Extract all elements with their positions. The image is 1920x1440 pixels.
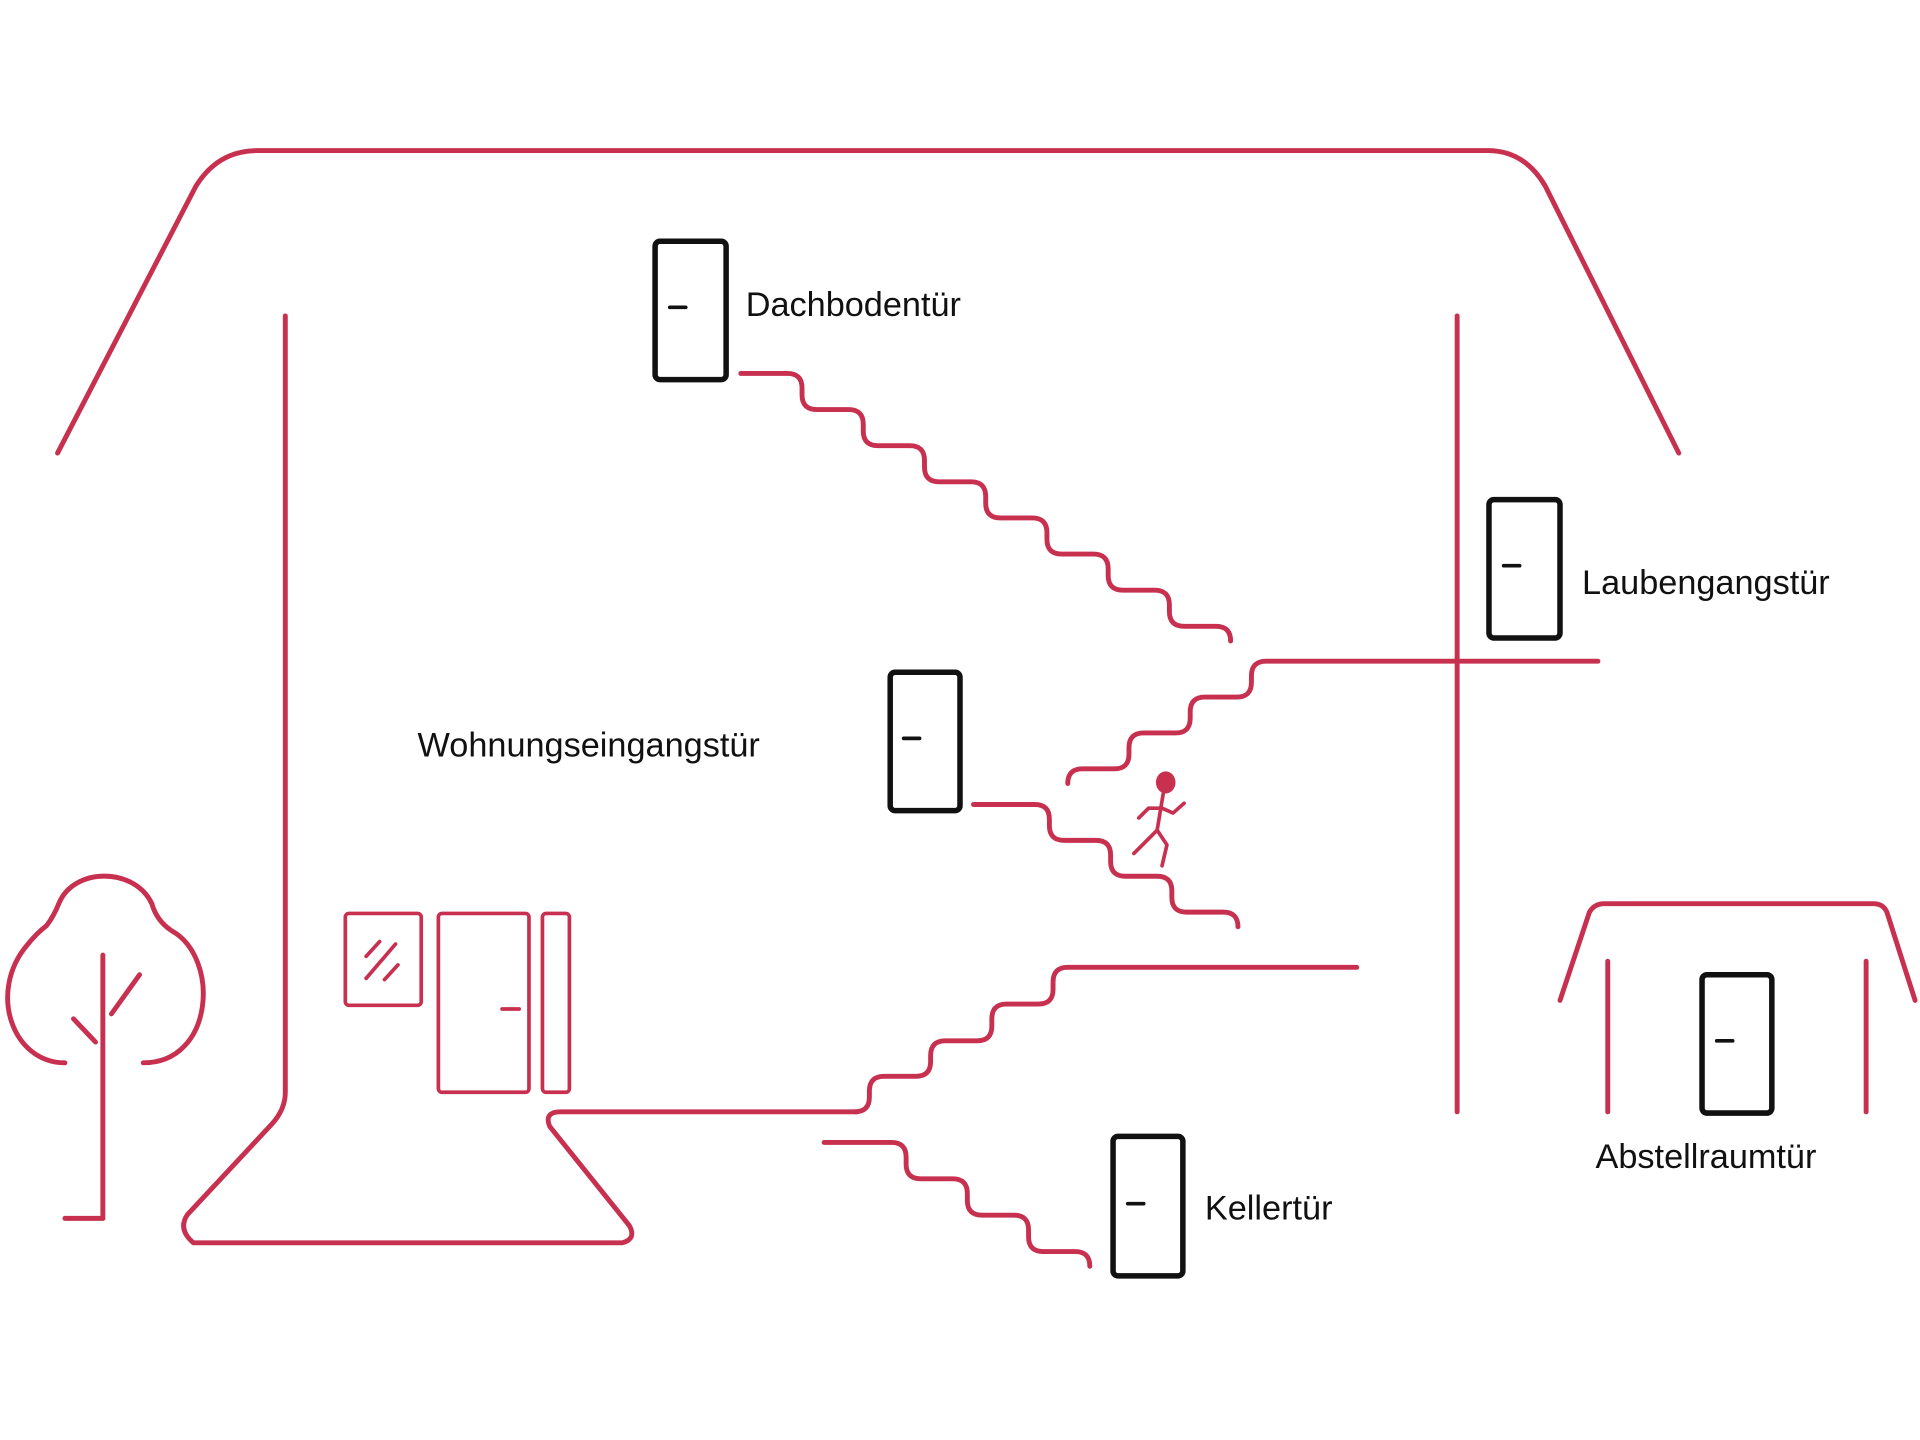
stairs-ground-floor [852,964,1360,1115]
gallery-door-label: Laubengangstür [1582,564,1830,602]
storage-shed [1557,901,1918,1115]
stairs-to-cellar [821,1140,1093,1269]
storage-door-label: Abstellraumtür [1596,1138,1817,1176]
apartment-door-label: Wohnungseingangstür [418,727,760,765]
cellar-door-label: Kellertür [1205,1190,1333,1228]
gallery-door-icon[interactable] [1486,496,1563,641]
storage-door-icon[interactable] [1699,971,1775,1116]
stairs-to-attic [738,371,1234,644]
attic-door-label: Dachbodentür [746,286,961,324]
tree-icon [5,873,206,1221]
stairs-from-apartment [971,802,1241,930]
running-person-icon [1132,771,1186,868]
cellar-door-icon[interactable] [1110,1133,1186,1279]
roof [55,148,1682,456]
apartment-door-icon[interactable] [887,669,963,814]
left-wall-and-base [181,313,860,1246]
front-entrance [343,911,572,1095]
stairs-to-gallery [1065,658,1601,786]
attic-door-icon[interactable] [652,238,729,383]
